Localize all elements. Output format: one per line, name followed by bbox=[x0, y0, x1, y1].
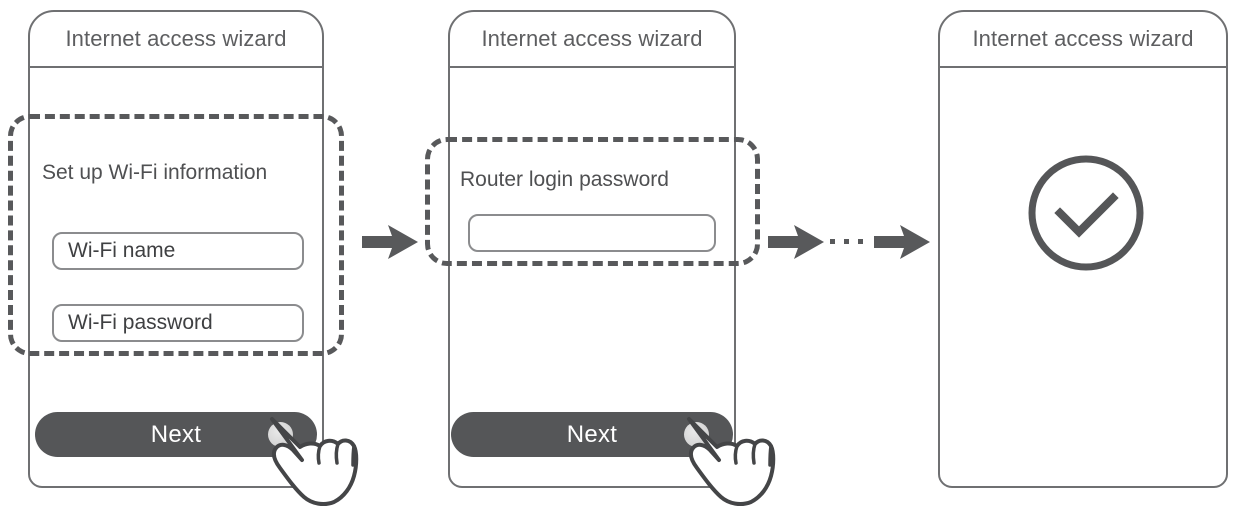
wifi-name-input-text: Wi-Fi name bbox=[68, 239, 176, 262]
ellipsis-dot bbox=[844, 239, 849, 244]
page-title: Internet access wizard bbox=[30, 12, 322, 68]
ellipsis-dot bbox=[830, 239, 835, 244]
next-button-label: Next bbox=[150, 420, 202, 448]
section-heading-wifi-setup: Set up Wi-Fi information bbox=[42, 161, 268, 184]
arrow-right-icon bbox=[874, 225, 930, 259]
ellipsis-icon bbox=[830, 239, 863, 244]
arrow-right-icon bbox=[768, 225, 824, 259]
wifi-password-input-text: Wi-Fi password bbox=[68, 311, 213, 334]
next-button[interactable]: Next bbox=[451, 412, 733, 457]
wizard-step-1-body: Set up Wi-Fi information Wi-Fi name Wi-F… bbox=[30, 68, 322, 486]
page-title: Internet access wizard bbox=[940, 12, 1226, 68]
check-circle-icon bbox=[1028, 155, 1144, 271]
next-button[interactable]: Next bbox=[35, 412, 317, 457]
wizard-step-1-panel: Internet access wizard Set up Wi-Fi info… bbox=[28, 10, 324, 488]
section-heading-router-password: Router login password bbox=[460, 168, 669, 191]
wizard-step-3-panel: Internet access wizard bbox=[938, 10, 1228, 488]
arrow-right-icon bbox=[362, 225, 418, 259]
pointing-hand-icon bbox=[270, 417, 359, 507]
wizard-step-2-body: Router login password Next bbox=[450, 68, 734, 486]
pointing-hand-icon bbox=[687, 417, 776, 507]
page-title: Internet access wizard bbox=[450, 12, 734, 68]
wizard-step-2-panel: Internet access wizard Router login pass… bbox=[448, 10, 736, 488]
router-login-password-input[interactable] bbox=[468, 214, 716, 252]
ellipsis-dot bbox=[858, 239, 863, 244]
wifi-name-input[interactable]: Wi-Fi name bbox=[52, 232, 304, 270]
wifi-password-input[interactable]: Wi-Fi password bbox=[52, 304, 304, 342]
wizard-step-3-body bbox=[940, 68, 1226, 486]
next-button-label: Next bbox=[566, 420, 618, 448]
